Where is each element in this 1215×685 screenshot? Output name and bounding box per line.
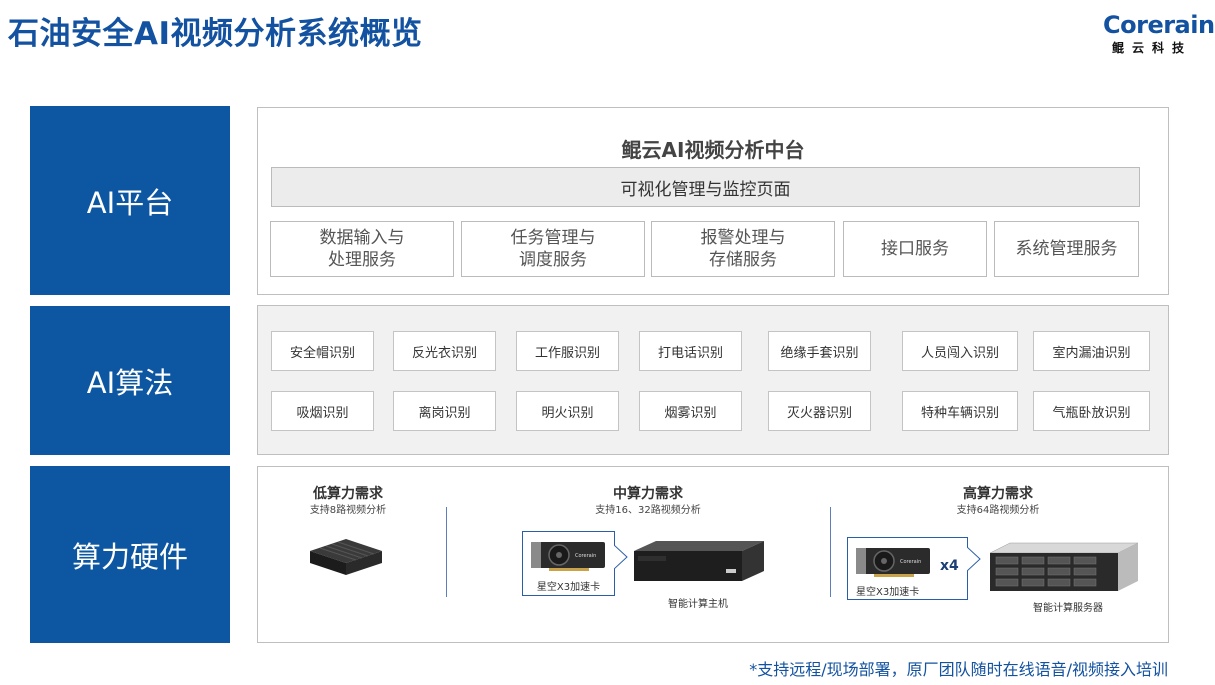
platform-title: 鲲云AI视频分析中台 <box>621 138 805 162</box>
divider-low-mid <box>446 507 447 597</box>
hardware-panel: 低算力需求 支持8路视频分析 中算力需求 支持16、32路视频分析 Corera… <box>257 466 1169 643</box>
service-interface: 接口服务 <box>843 221 987 277</box>
high-device-caption: 智能计算服务器 <box>1033 603 1103 614</box>
mid-card-caption: 星空X3加速卡 <box>536 582 601 593</box>
algo-item: 离岗识别 <box>393 391 496 431</box>
algo-item: 气瓶卧放识别 <box>1033 391 1150 431</box>
service-label-line2: 调度服务 <box>519 250 587 270</box>
service-label-line1: 任务管理与 <box>510 228 596 248</box>
side-label-ai-algorithm: AI算法 <box>30 306 230 455</box>
algo-item: 灭火器识别 <box>768 391 871 431</box>
algo-item: 吸烟识别 <box>271 391 374 431</box>
corerain-logo: Corerain 鲲云科技 <box>1103 10 1215 56</box>
logo-chinese-name: 鲲云科技 <box>1111 41 1192 55</box>
service-task-management: 任务管理与调度服务 <box>461 221 645 277</box>
algo-item: 打电话识别 <box>639 331 742 371</box>
hw-low-title: 低算力需求 <box>313 486 383 502</box>
algo-item: 人员闯入识别 <box>902 331 1018 371</box>
divider-mid-high <box>830 507 831 597</box>
algo-item: 明火识别 <box>516 391 619 431</box>
algo-item: 室内漏油识别 <box>1033 331 1150 371</box>
side-label-hardware: 算力硬件 <box>30 466 230 643</box>
high-card-box: Corerain x4 星空X3加速卡 <box>847 537 968 600</box>
hw-high-subtitle: 支持64路视频分析 <box>956 505 1040 516</box>
callout-pointer-icon <box>614 545 628 569</box>
card-multiplier: x4 <box>940 558 959 574</box>
service-label-line2: 处理服务 <box>328 250 396 270</box>
service-alarm-handling: 报警处理与存储服务 <box>651 221 835 277</box>
algo-item: 工作服识别 <box>516 331 619 371</box>
algo-item: 安全帽识别 <box>271 331 374 371</box>
service-data-input: 数据输入与处理服务 <box>270 221 454 277</box>
high-card-caption: 星空X3加速卡 <box>856 587 920 598</box>
mid-card-box: Corerain 星空X3加速卡 <box>522 531 615 596</box>
service-label-line1: 数据输入与 <box>319 228 405 248</box>
hw-mid-title: 中算力需求 <box>613 486 683 502</box>
service-system-management: 系统管理服务 <box>994 221 1139 277</box>
side-label-ai-platform: AI平台 <box>30 106 230 295</box>
hw-low-subtitle: 支持8路视频分析 <box>309 505 387 516</box>
hw-mid-subtitle: 支持16、32路视频分析 <box>595 505 701 516</box>
service-label-line1: 报警处理与 <box>700 228 786 248</box>
page-title: 石油安全AI视频分析系统概览 <box>8 16 423 52</box>
svg-text:Corerain: Corerain <box>575 553 596 559</box>
accelerator-card-image: Corerain <box>531 542 605 571</box>
algo-item: 特种车辆识别 <box>902 391 1018 431</box>
mid-device-caption: 智能计算主机 <box>668 599 728 610</box>
logo-wordmark: Corerain <box>1103 11 1215 39</box>
algo-item: 反光衣识别 <box>393 331 496 371</box>
footnote: *支持远程/现场部署，原厂团队随时在线语音/视频接入培训 <box>749 660 1168 679</box>
platform-panel: 鲲云AI视频分析中台 可视化管理与监控页面 数据输入与处理服务 任务管理与调度服… <box>257 107 1169 295</box>
service-label-line2: 存储服务 <box>709 250 777 270</box>
algo-item: 绝缘手套识别 <box>768 331 871 371</box>
algorithm-panel: 安全帽识别 反光衣识别 工作服识别 打电话识别 绝缘手套识别 人员闯入识别 室内… <box>257 305 1169 455</box>
monitor-page-bar: 可视化管理与监控页面 <box>271 167 1140 207</box>
hw-high-title: 高算力需求 <box>963 486 1033 502</box>
compute-server-image <box>989 542 1139 591</box>
algo-item: 烟雾识别 <box>639 391 742 431</box>
compute-host-image <box>634 541 764 581</box>
callout-pointer-icon <box>967 547 981 571</box>
svg-text:Corerain: Corerain <box>900 559 921 565</box>
edge-box-device-image <box>310 539 382 575</box>
accelerator-card-image: Corerain <box>856 548 930 577</box>
